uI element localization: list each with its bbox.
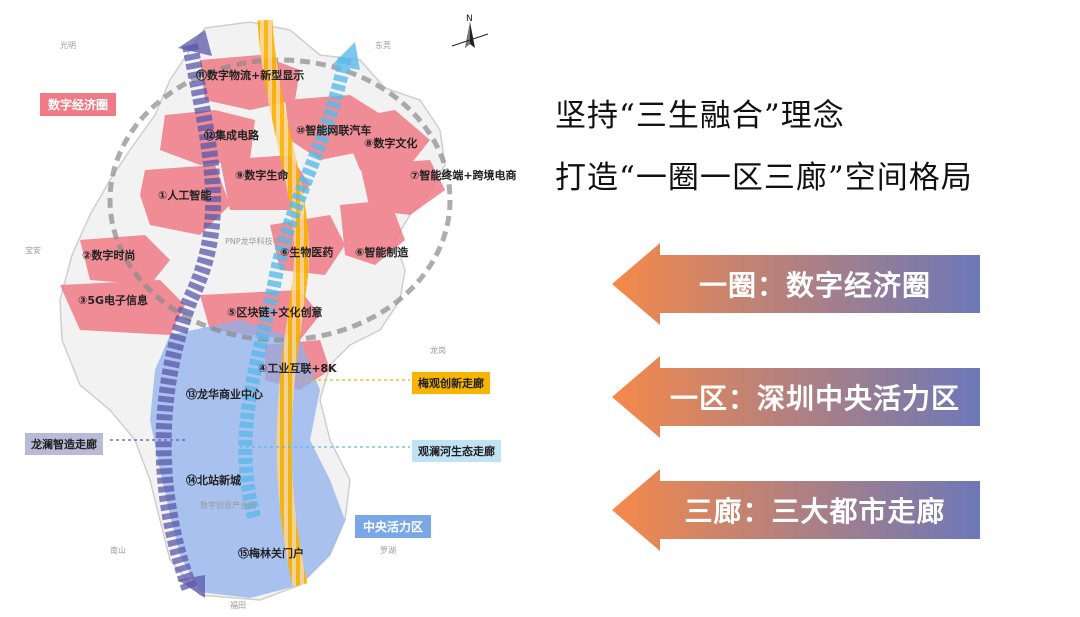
zone-6b — [340, 200, 405, 265]
arrow-label: 一区：深圳中央活力区 — [669, 382, 960, 415]
arrow-shape — [612, 356, 980, 438]
place-longgang: 龙岗 — [430, 346, 446, 355]
place-dongguan: 东莞 — [375, 41, 391, 50]
zone-label-14: ⑭北站新城 — [186, 474, 241, 487]
arrow-banner-corridors: 三廊：三大都市走廊 — [612, 469, 980, 551]
longlan-corridor — [155, 43, 222, 593]
district-map: N 光明 东莞 宝安 龙岗 南山 罗湖 福田 PNP龙华科技中心 数字创意产业园… — [0, 0, 520, 613]
longlan-arrow-bottom — [178, 575, 205, 598]
zone-label-15: ⑮梅林关门户 — [238, 547, 304, 560]
zone-label-1: ①人工智能 — [158, 189, 212, 202]
north-arrow-icon — [451, 22, 489, 48]
zone-label-9: ⑨数字生命 — [235, 169, 289, 182]
meiguan-corridor-tag: 梅观创新走廊 — [412, 372, 490, 394]
zone-label-8: ⑧数字文化 — [364, 137, 418, 150]
headline-line-2: 打造“一圈一区三廊”空间格局 — [555, 160, 973, 196]
place-guangming: 光明 — [60, 41, 76, 50]
central-vitality-zone-tag: 中央活力区 — [355, 515, 432, 538]
digital-economy-circle-tag: 数字经济圈 — [40, 93, 117, 116]
arrow-shape — [612, 243, 980, 325]
place-pnp: PNP龙华科技中心 — [225, 237, 289, 246]
guanlan-corridor-tag: 观澜河生态走廊 — [412, 440, 501, 462]
place-futian: 福田 — [230, 601, 246, 610]
zone-label-7: ⑦智能终端+跨境电商 — [410, 169, 517, 182]
longlan-corridor-tag: 龙澜智造走廊 — [25, 433, 103, 455]
arrow-label: 三廊：三大都市走廊 — [684, 495, 946, 528]
arrow-banner-circle: 一圈：数字经济圈 — [612, 243, 980, 325]
zone-label-11: ⑪数字物流+新型显示 — [196, 69, 305, 82]
place-luohu: 罗湖 — [380, 546, 396, 555]
zone-label-5: ⑤区块链+文化创意 — [227, 306, 323, 319]
zone-label-13: ⑬龙华商业中心 — [186, 388, 263, 401]
zone-label-2: ②数字时尚 — [82, 249, 136, 262]
longlan-arrow-top — [178, 30, 212, 56]
place-baoan: 宝安 — [25, 246, 41, 255]
map-canvas — [59, 19, 489, 601]
zone-label-4: ④工业互联+8K — [258, 362, 337, 375]
meiguan-corridor — [257, 19, 310, 587]
zone-label-6b: ⑥智能制造 — [355, 246, 409, 259]
place-digital-park: 数字创意产业园 — [200, 501, 256, 510]
zone-label-6a: ⑥生物医药 — [280, 246, 334, 259]
digital-economy-ring — [107, 57, 453, 343]
zone-label-3: ③5G电子信息 — [78, 294, 148, 307]
zone-label-12: ⑫集成电路 — [204, 129, 259, 142]
zone-3 — [60, 280, 185, 335]
guanlan-corridor — [238, 56, 352, 522]
zone-8 — [340, 110, 430, 170]
arrow-banner-zone: 一区：深圳中央活力区 — [612, 356, 980, 438]
guanlan-arrow-top — [332, 42, 360, 70]
north-mark: N — [466, 14, 473, 24]
arrow-label: 一圈：数字经济圈 — [698, 269, 931, 302]
headline-line-1: 坚持“三生融合”理念 — [555, 98, 845, 134]
place-nanshan: 南山 — [110, 546, 126, 555]
zone-label-10: ⑩智能网联汽车 — [296, 124, 372, 137]
arrow-shape — [612, 469, 980, 551]
